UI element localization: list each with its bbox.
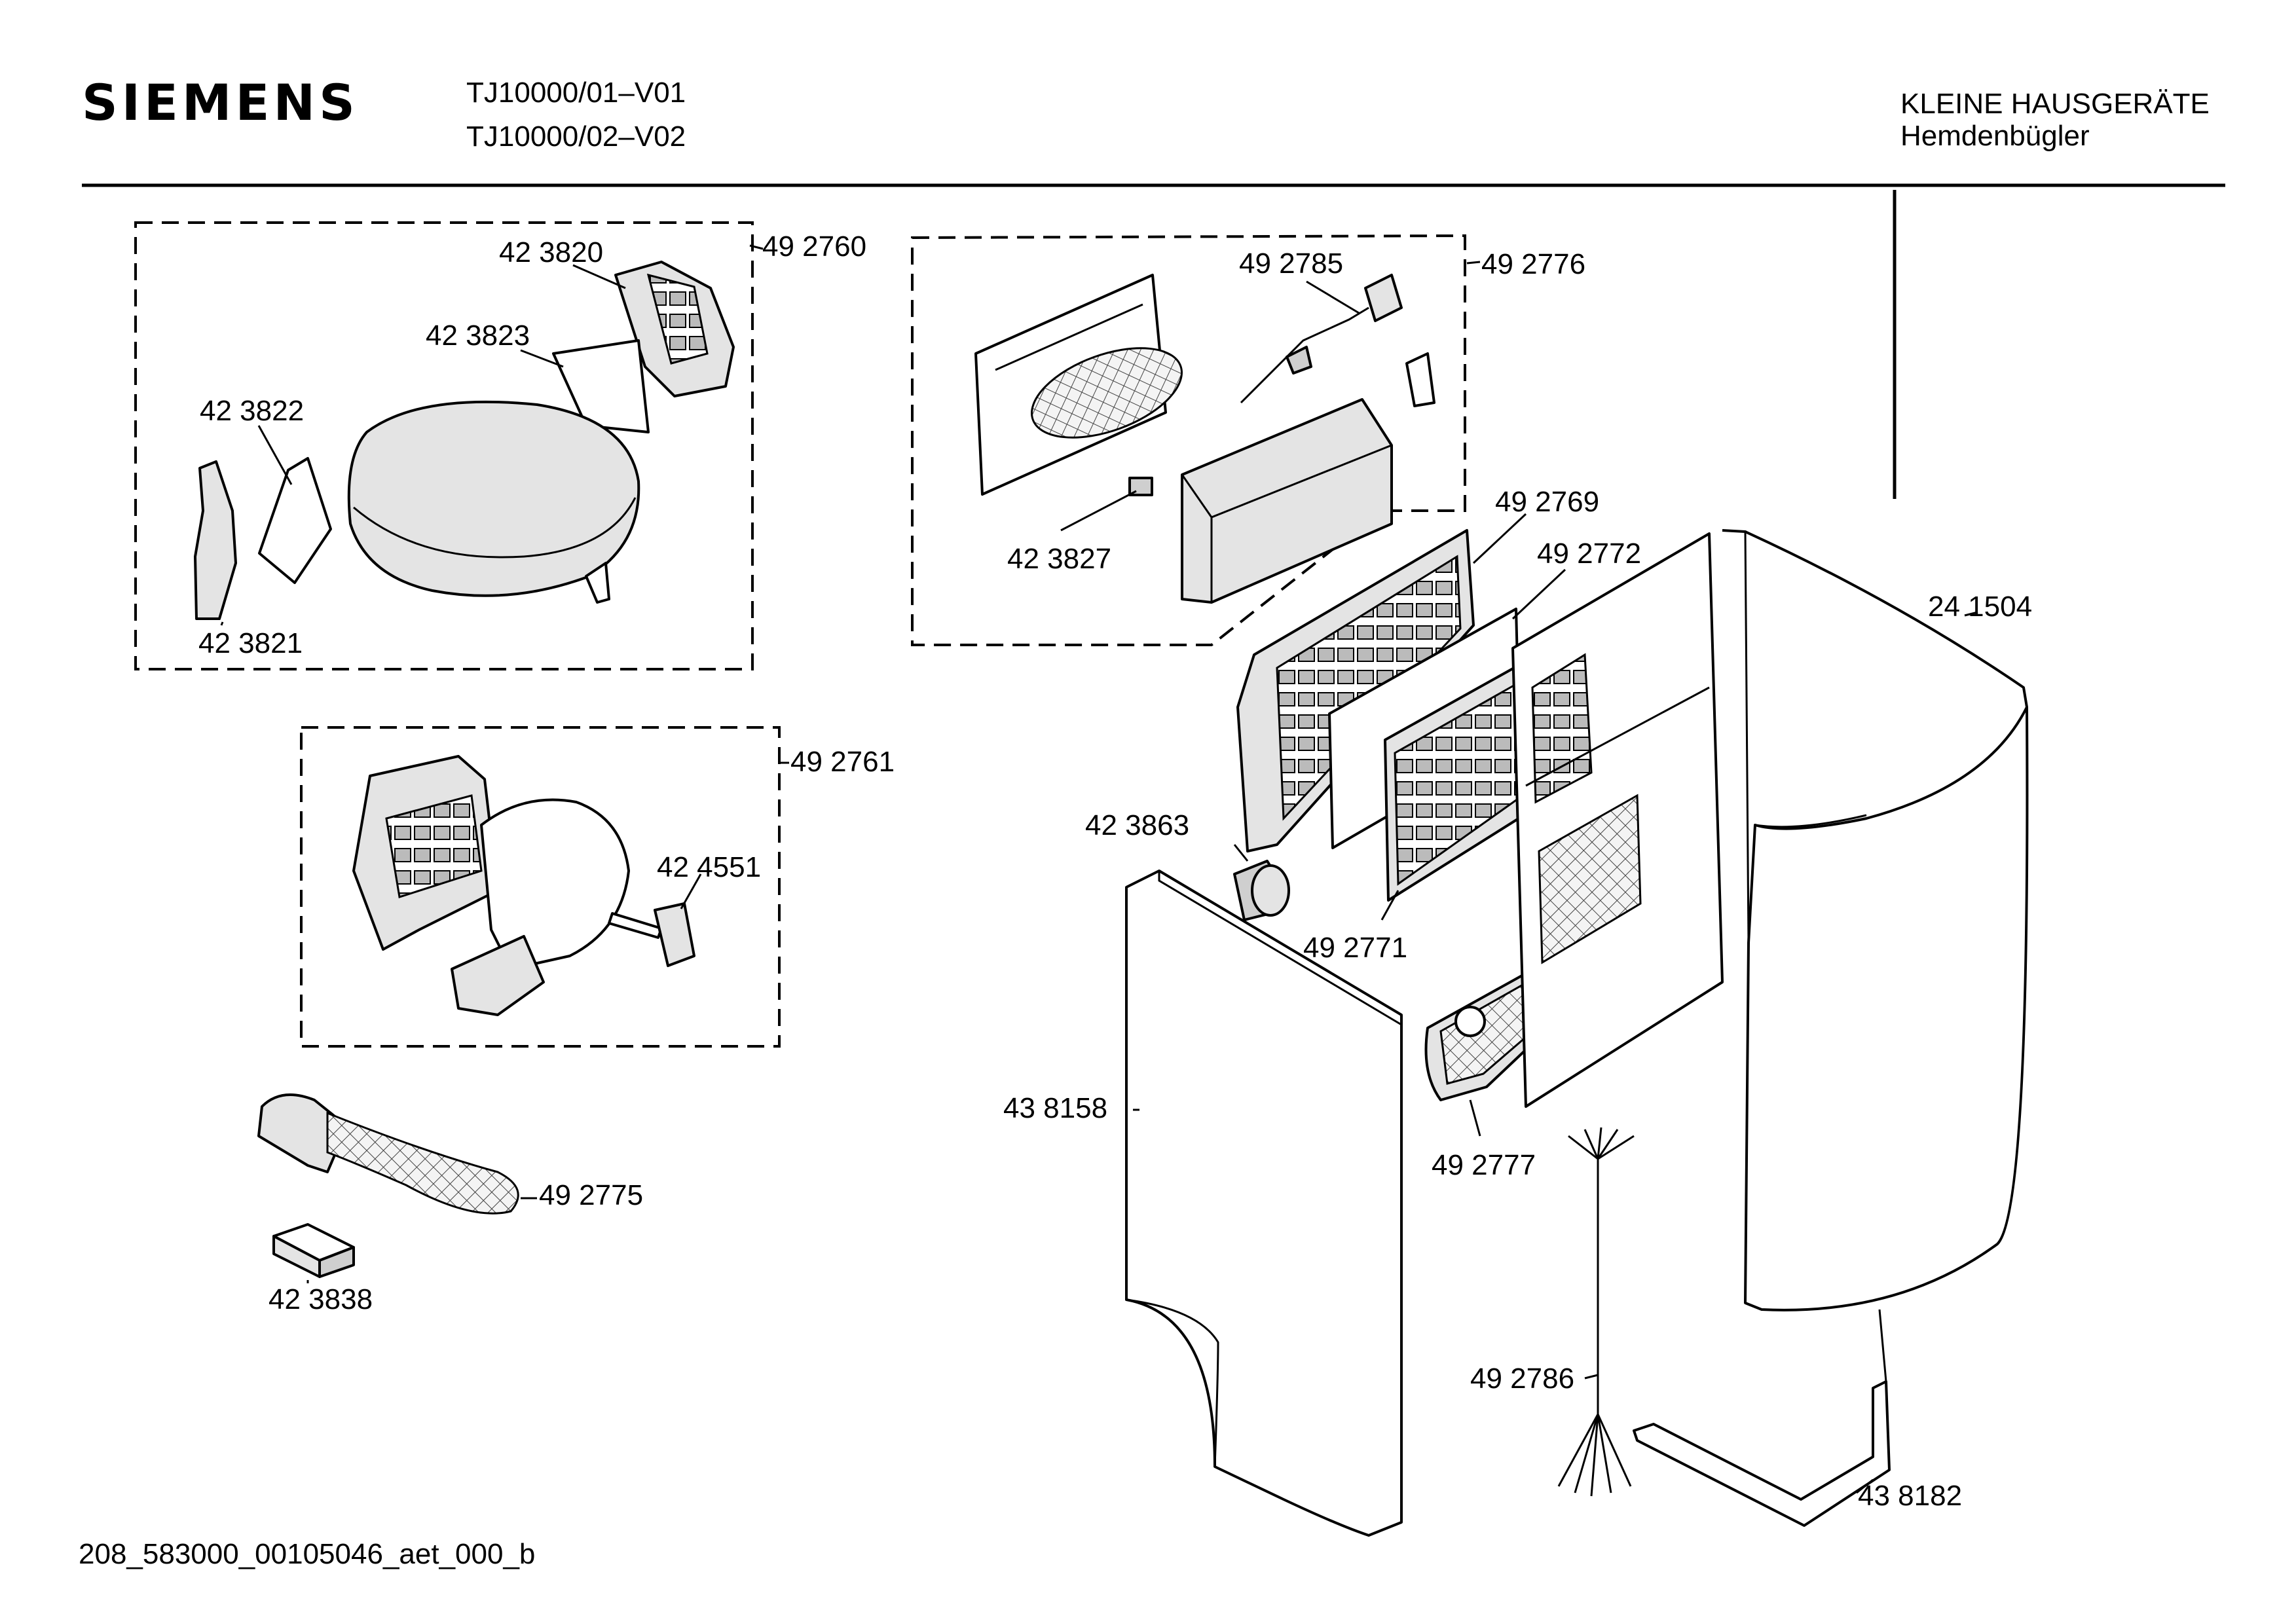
part-label-423820: 42 3820: [499, 236, 603, 268]
product-category: KLEINE HAUSGERÄTE: [1900, 88, 2210, 120]
part-492769: [1236, 529, 1475, 852]
part-label-492772: 49 2772: [1537, 538, 1641, 570]
part-492775: [257, 1093, 519, 1215]
part-423820: [614, 261, 735, 397]
part-label-423821: 42 3821: [198, 627, 303, 659]
part-423821: [194, 460, 237, 620]
brand-logo: SIEMENS: [82, 73, 359, 132]
part-label-423863: 42 3863: [1085, 809, 1189, 841]
footer-file-id: 208_583000_00105046_aet_000_b: [79, 1538, 535, 1570]
part-label-438158: 43 8158: [1003, 1092, 1107, 1124]
part-241504: [1722, 529, 2029, 1311]
part-label-492775: 49 2775: [539, 1179, 643, 1211]
leader-lines: [306, 513, 1978, 1494]
group-box-492760: [134, 221, 754, 670]
part-label-438182: 43 8182: [1858, 1480, 1962, 1512]
cap-shell: [347, 400, 640, 604]
part-label-423823: 42 3823: [426, 320, 530, 352]
part-492785: [1240, 274, 1403, 404]
part-438182: [1633, 1309, 1891, 1527]
part-label-423838: 42 3838: [268, 1283, 373, 1315]
small-clip: [1405, 352, 1435, 407]
part-label-423827: 42 3827: [1007, 543, 1111, 575]
part-label-492760: 49 2760: [762, 230, 866, 263]
part-label-492771: 49 2771: [1303, 932, 1407, 964]
part-492786: [1557, 1127, 1635, 1497]
group-492776: [911, 234, 1481, 646]
group-492761: [300, 726, 789, 1048]
part-label-241504: 24 1504: [1928, 591, 2032, 623]
electronics-box: [1181, 398, 1393, 604]
part-label-492786: 49 2786: [1470, 1363, 1574, 1395]
back-plate: [974, 274, 1183, 496]
part-label-423822: 42 3822: [200, 395, 304, 427]
part-423823: [552, 339, 650, 433]
part-label-492761: 49 2761: [790, 746, 895, 778]
part-423863: [1233, 860, 1290, 921]
product-name: Hemdenbügler: [1900, 120, 2090, 152]
part-label-492785: 49 2785: [1239, 247, 1343, 280]
part-438158: [1125, 870, 1403, 1537]
part-423822: [258, 457, 332, 584]
part-label-424551: 42 4551: [657, 851, 761, 883]
model-number-2: TJ10000/02–V02: [466, 120, 686, 153]
housing-frame: [1511, 532, 1724, 1108]
part-label-492769: 49 2769: [1495, 486, 1599, 518]
steam-module: [352, 755, 630, 1016]
part-label-492776: 49 2776: [1481, 248, 1585, 280]
group-492760: [134, 221, 764, 670]
part-423838: [272, 1223, 355, 1278]
group-box-492761: [300, 726, 781, 1048]
model-number-1: TJ10000/01–V01: [466, 77, 686, 109]
part-label-492777: 49 2777: [1432, 1149, 1536, 1181]
group-box-492776: [911, 234, 1466, 646]
part-424551: [608, 902, 695, 967]
